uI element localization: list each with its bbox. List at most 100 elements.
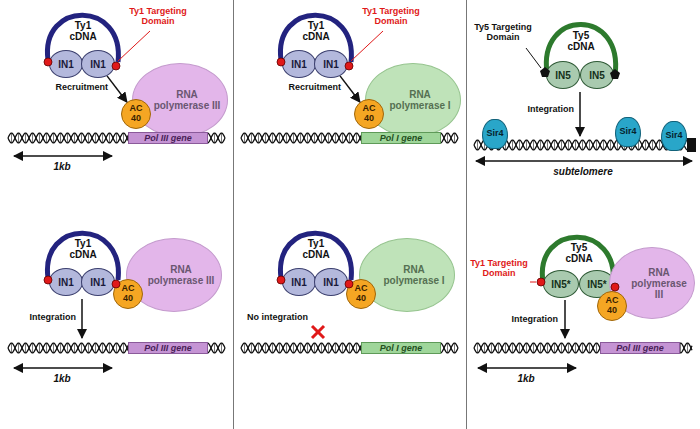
integration-arrow: [81, 299, 83, 338]
node-text: IN1: [58, 277, 74, 288]
base-pair: [251, 343, 252, 353]
base-pair: [596, 343, 597, 353]
node-text: AC 40: [352, 284, 370, 304]
ac40-subunit: AC 40: [113, 279, 143, 309]
base-pair: [498, 343, 499, 353]
node-text: IN5: [589, 70, 605, 81]
base-pair: [95, 343, 96, 353]
polymerase-ellipse: RNA polymerase I: [365, 63, 461, 137]
base-pair: [477, 343, 478, 353]
dna-helix: [8, 343, 225, 353]
node-text: RNA polymerase III: [145, 264, 217, 286]
ac40-subunit: AC 40: [346, 279, 376, 309]
node-text: IN1: [90, 59, 106, 70]
base-pair: [589, 343, 590, 353]
telomere-cap: [687, 138, 696, 152]
base-pair: [575, 343, 576, 353]
base-pair: [568, 140, 569, 150]
base-pair: [46, 343, 47, 353]
element-name: Ty1 cDNA: [63, 20, 103, 42]
base-pair: [95, 133, 96, 143]
base-pair: [454, 343, 455, 353]
base-pair: [356, 133, 357, 143]
base-pair: [540, 140, 541, 150]
base-pair: [314, 133, 315, 143]
base-pair: [589, 140, 590, 150]
node-text: Pol III gene: [616, 343, 664, 353]
base-pair: [258, 133, 259, 143]
targeting-dot: [44, 58, 52, 66]
base-pair: [610, 140, 611, 150]
gene-box: Pol III gene: [128, 342, 208, 354]
base-pair: [221, 133, 222, 143]
targeting-dot: [611, 283, 619, 291]
integration-arrow: [579, 92, 581, 136]
integrase-subunit: IN5*: [543, 270, 579, 298]
base-pair: [25, 133, 26, 143]
base-pair: [11, 343, 12, 353]
base-pair: [335, 133, 336, 143]
scale-label: subtelomere: [538, 166, 628, 177]
element-name: Ty5 cDNA: [559, 242, 599, 264]
recruitment-arrow: [107, 76, 127, 102]
base-pair: [454, 133, 455, 143]
base-pair: [286, 343, 287, 353]
base-pair: [349, 343, 350, 353]
node-text: RNA polymerase III: [628, 267, 690, 300]
base-pair: [582, 140, 583, 150]
integrase-subunit: IN1: [282, 268, 316, 296]
panel-divider: [466, 0, 467, 429]
base-pair: [526, 343, 527, 353]
dna-strand: [474, 343, 692, 353]
targeting-dot: [277, 276, 285, 284]
base-pair: [88, 343, 89, 353]
node-text: IN1: [58, 59, 74, 70]
leader-line: [351, 31, 383, 61]
base-pair: [251, 133, 252, 143]
node-text: IN1: [291, 277, 307, 288]
ac40-subunit: AC 40: [121, 99, 151, 129]
targeting-dot: [277, 58, 285, 66]
base-pair: [687, 343, 688, 353]
base-pair: [272, 133, 273, 143]
scale-arrow: [14, 155, 112, 157]
base-pair: [81, 343, 82, 353]
dna-helix: [8, 133, 225, 143]
scale-arrow: [478, 367, 576, 369]
base-pair: [526, 140, 527, 150]
base-pair: [53, 343, 54, 353]
integrase-subunit: IN1: [49, 50, 83, 78]
node-text: Pol I gene: [380, 133, 423, 143]
domain-label: Ty5 Targeting Domain: [468, 22, 538, 42]
node-text: IN1: [90, 277, 106, 288]
base-pair: [561, 140, 562, 150]
base-pair: [18, 343, 19, 353]
base-pair: [314, 343, 315, 353]
base-pair: [300, 343, 301, 353]
integrase-subunit: IN5: [546, 61, 580, 89]
base-pair: [286, 133, 287, 143]
base-pair: [659, 140, 660, 150]
node-text: IN1: [323, 59, 339, 70]
base-pair: [109, 343, 110, 353]
edge-label: Recruitment: [54, 83, 109, 93]
node-text: RNA polymerase III: [151, 89, 223, 111]
base-pair: [81, 133, 82, 143]
base-pair: [512, 140, 513, 150]
panel-divider: [233, 0, 234, 429]
node-text: Pol I gene: [380, 343, 423, 353]
base-pair: [342, 133, 343, 143]
base-pair: [39, 133, 40, 143]
recruitment-arrow: [340, 76, 360, 102]
base-pair: [46, 133, 47, 143]
sir4-protein: Sir4: [661, 121, 687, 151]
base-pair: [102, 133, 103, 143]
base-pair: [349, 133, 350, 143]
integration-arrow: [564, 300, 566, 338]
base-pair: [244, 343, 245, 353]
node-text: IN5*: [551, 279, 570, 290]
base-pair: [575, 140, 576, 150]
base-pair: [547, 343, 548, 353]
gene-box: Pol I gene: [361, 132, 441, 144]
base-pair: [214, 343, 215, 353]
